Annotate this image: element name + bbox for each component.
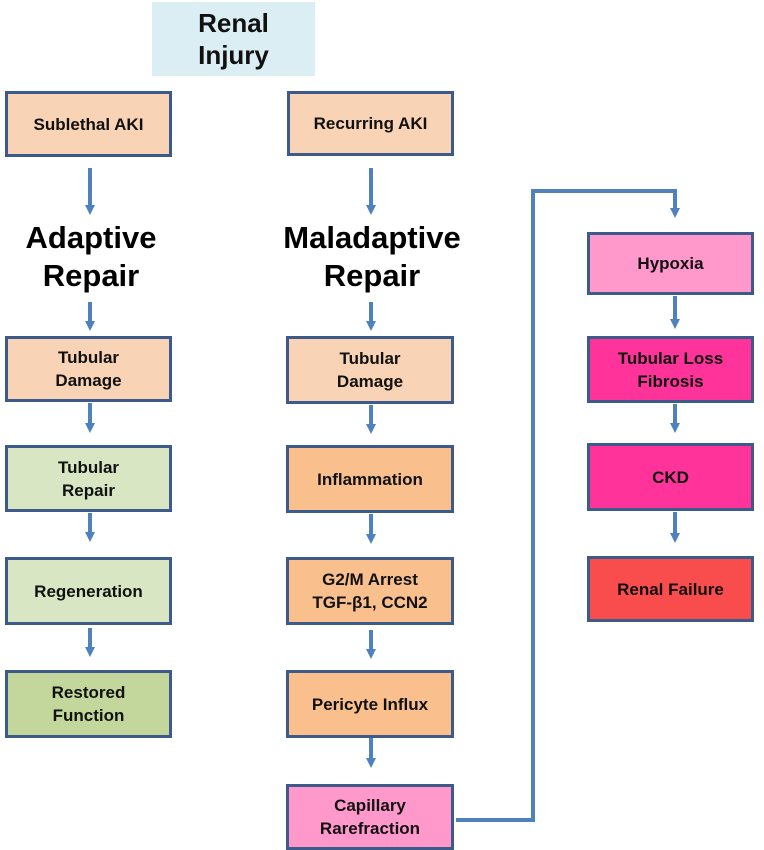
tubular-repair-box: Tubular Repair [5,445,172,512]
capillary-rarefraction-box: Capillary Rarefraction [286,784,454,850]
hypoxia-box: Hypoxia [587,232,754,295]
left-tubular-damage-box: Tubular Damage [5,336,172,402]
pericyte-influx-box: Pericyte Influx [286,670,454,738]
adaptive-repair-heading: Adaptive Repair [25,220,157,293]
arrow-capillary-to-hypoxia [456,189,680,822]
renal-injury-title: Renal Injury [152,2,315,76]
middle-tubular-damage-box: Tubular Damage [286,336,454,404]
inflammation-box: Inflammation [286,445,454,513]
tubular-loss-fibrosis-box: Tubular Loss Fibrosis [587,336,754,403]
g2m-arrest-box: G2/M Arrest TGF-β1, CCN2 [286,557,454,625]
regeneration-box: Regeneration [5,557,172,625]
renal-failure-box: Renal Failure [587,556,754,622]
ckd-box: CKD [587,443,754,511]
restored-function-box: Restored Function [5,670,172,738]
sublethal-aki-box: Sublethal AKI [5,91,172,157]
maladaptive-repair-heading: Maladaptive Repair [283,220,461,293]
recurring-aki-box: Recurring AKI [287,91,454,156]
